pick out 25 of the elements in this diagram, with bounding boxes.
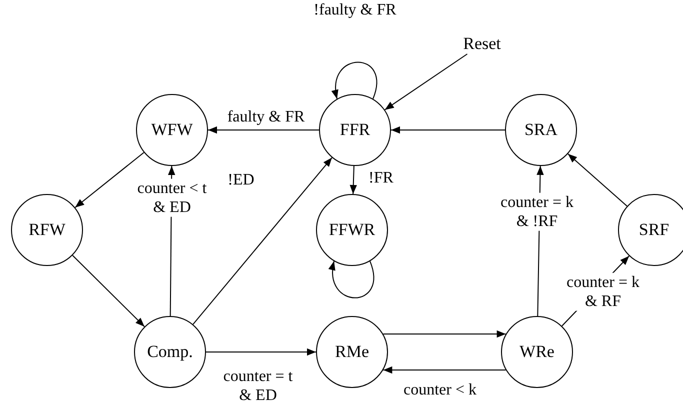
arrow — [382, 366, 506, 374]
arrow — [206, 348, 316, 356]
arrow — [332, 62, 377, 100]
arrow — [208, 126, 320, 134]
state-label: Comp. — [147, 342, 193, 362]
arrow — [74, 152, 144, 208]
state-label: FFWR — [328, 220, 376, 240]
state-label: WFW — [151, 120, 193, 140]
arrow — [384, 54, 468, 110]
state-circle — [618, 194, 683, 266]
arrow — [329, 260, 374, 298]
state-circle — [319, 94, 391, 166]
state-label: WRe — [520, 342, 554, 362]
state-label: FFR — [340, 120, 370, 140]
arrow — [192, 157, 332, 325]
arrow — [382, 330, 506, 338]
state-label: Reset — [463, 34, 501, 54]
arrow — [350, 165, 357, 195]
arrow — [390, 126, 506, 134]
state-label: RMe — [335, 342, 369, 362]
state-label: SRA — [524, 120, 558, 140]
arrow — [72, 254, 145, 328]
state-label: SRF — [638, 220, 670, 240]
state-label: RFW — [28, 220, 66, 240]
arrow — [567, 153, 628, 207]
